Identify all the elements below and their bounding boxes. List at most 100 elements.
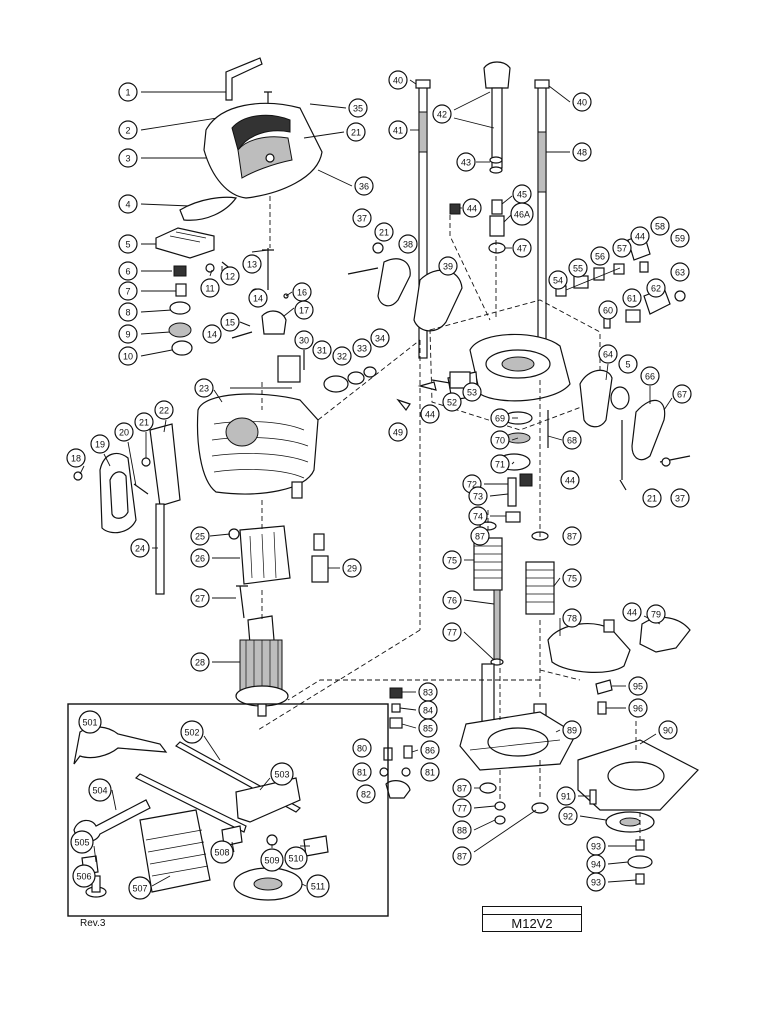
callout-c14b: 14	[202, 324, 222, 344]
callout-c27: 27	[190, 588, 236, 608]
callout-number: 85	[423, 724, 433, 734]
callout-number: 87	[457, 784, 467, 794]
callout-number: 49	[393, 428, 403, 438]
callout-c42: 42	[432, 91, 495, 129]
callout-number: 52	[447, 398, 457, 408]
callout-number: 13	[247, 260, 257, 270]
callout-c2: 2	[118, 120, 138, 140]
callout-c507: 507	[128, 875, 171, 900]
callout-c69: 69	[490, 408, 518, 428]
callout-number: 3	[125, 154, 130, 164]
callout-c35: 35	[309, 98, 368, 118]
callout-c19: 19	[90, 434, 111, 467]
callout-number: 34	[375, 334, 385, 344]
callout-c34: 34	[370, 328, 390, 348]
callout-number: 41	[393, 126, 403, 136]
callout-c71: 71	[490, 454, 515, 474]
callout-number: 2	[125, 126, 130, 136]
callout-number: 37	[675, 494, 685, 504]
callout-number: 42	[437, 110, 447, 120]
callout-c8: 8	[118, 302, 138, 322]
callout-c85: 85	[401, 718, 438, 738]
callout-c20: 20	[114, 422, 137, 487]
callout-number: 59	[675, 234, 685, 244]
callout-c37a: 37	[352, 208, 372, 228]
callout-c4: 4	[118, 194, 138, 214]
callout-number: 47	[517, 244, 527, 254]
accessories-box	[67, 703, 389, 917]
callout-number: 75	[567, 574, 577, 584]
callout-number: 27	[195, 594, 205, 604]
callout-c90: 90	[639, 720, 678, 745]
callout-c37b: 37	[670, 488, 690, 508]
spring-left-part	[473, 521, 503, 591]
callout-number: 44	[627, 608, 637, 618]
callout-number: 44	[635, 232, 645, 242]
callout-c93b: 93	[586, 872, 637, 892]
callout-c52: 52	[442, 392, 462, 412]
callout-c80: 80	[352, 738, 372, 758]
callout-c22: 22	[154, 400, 174, 433]
callout-number: 82	[361, 790, 371, 800]
callout-c44c: 44	[630, 226, 650, 246]
lock-lever-part	[377, 258, 411, 307]
switch-part	[155, 227, 215, 259]
callout-c66: 66	[640, 366, 660, 404]
callout-c23: 23	[194, 378, 223, 403]
callout-c44d: 44	[560, 470, 580, 490]
callout-c38: 38	[398, 234, 418, 254]
model-marks	[483, 907, 581, 915]
callout-c45: 45	[501, 184, 532, 205]
callout-number: 60	[603, 306, 613, 316]
callout-c36: 36	[317, 169, 374, 196]
callout-c56: 56	[590, 246, 610, 266]
callout-number: 77	[447, 628, 457, 638]
callout-number: 88	[457, 826, 467, 836]
callout-c5b: 5	[618, 354, 638, 374]
callout-c1: 1	[118, 82, 138, 102]
callout-number: 14	[207, 330, 217, 340]
callout-c21a: 21	[134, 412, 154, 458]
callout-c28: 28	[190, 652, 240, 672]
callout-c57: 57	[612, 238, 632, 258]
callout-c49: 49	[388, 422, 408, 442]
callout-number: 87	[475, 532, 485, 542]
callout-number: 62	[651, 284, 661, 294]
callout-c26: 26	[190, 548, 240, 568]
callout-c40a: 40	[388, 70, 417, 90]
callout-number: 53	[467, 388, 477, 398]
callout-number: 91	[561, 792, 571, 802]
callout-c60: 60	[598, 300, 618, 320]
base-column-group	[257, 61, 699, 885]
callout-c9: 9	[118, 324, 138, 344]
callout-c82: 82	[356, 784, 376, 804]
callout-number: 92	[563, 812, 573, 822]
callout-c44a: 44	[460, 198, 482, 218]
callout-c21c: 21	[374, 222, 394, 242]
callout-c87a: 87	[470, 526, 490, 546]
callout-number: 501	[82, 718, 97, 728]
callout-c15: 15	[220, 312, 240, 332]
callout-number: 95	[633, 682, 643, 692]
callout-number: 1	[125, 88, 130, 98]
callout-number: 45	[517, 190, 527, 200]
callout-number: 68	[567, 436, 577, 446]
callout-c501: 501	[78, 710, 102, 734]
callout-c94: 94	[586, 854, 629, 874]
callout-c47: 47	[505, 238, 532, 258]
callout-c39: 39	[438, 256, 458, 276]
callout-c92: 92	[558, 806, 607, 826]
callout-number: 18	[71, 454, 81, 464]
callout-c88: 88	[452, 819, 496, 840]
callout-number: 33	[357, 344, 367, 354]
callout-c54: 54	[548, 270, 568, 290]
callout-number: 44	[565, 476, 575, 486]
callout-number: 72	[467, 480, 477, 490]
callout-c6: 6	[118, 261, 138, 281]
callout-number: 96	[633, 704, 643, 714]
callout-number: 38	[403, 240, 413, 250]
callout-c89: 89	[555, 720, 582, 740]
callout-c68: 68	[547, 430, 582, 450]
callout-number: 58	[655, 222, 665, 232]
